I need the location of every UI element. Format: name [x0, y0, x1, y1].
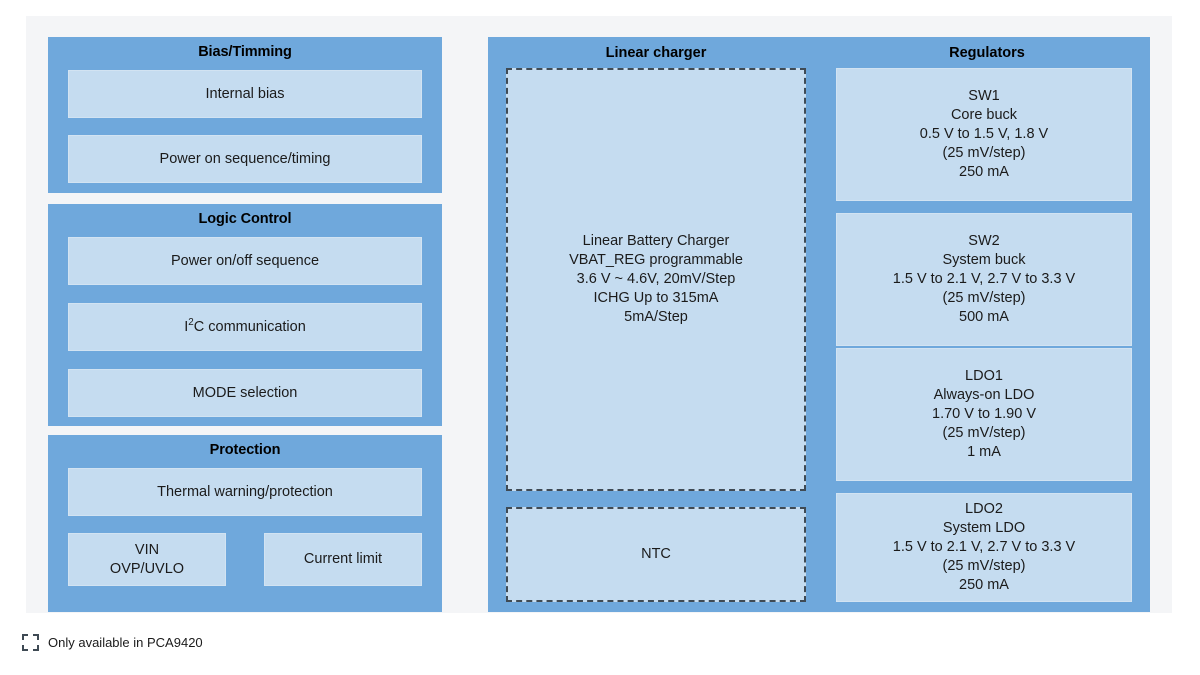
- block-thermal-warning-protection-line-0: Thermal warning/protection: [157, 483, 333, 500]
- block-ldo1[interactable]: LDO1 Always-on LDO 1.70 V to 1.90 V (25 …: [836, 348, 1132, 481]
- panel-bias-timing-title: Bias/Timming: [198, 44, 292, 60]
- block-sw2-line-3: (25 mV/step): [942, 289, 1026, 306]
- block-ldo2-line-3: (25 mV/step): [942, 557, 1026, 574]
- legend: Only available in PCA9420: [22, 634, 203, 651]
- block-linear-battery-charger-line-3: ICHG Up to 315mA: [593, 289, 719, 306]
- block-linear-battery-charger-line-4: 5mA/Step: [624, 308, 688, 325]
- block-mode-selection-line-0: MODE selection: [192, 384, 298, 401]
- block-sw2-line-1: System buck: [942, 252, 1026, 269]
- block-sw2-line-2: 1.5 V to 2.1 V, 2.7 V to 3.3 V: [892, 271, 1076, 288]
- block-ntc[interactable]: NTC: [506, 507, 806, 602]
- diagram-canvas: Bias/Timming Internal bias Power on sequ…: [26, 16, 1172, 613]
- block-power-on-sequence-timing[interactable]: Power on sequence/timing: [68, 135, 422, 183]
- block-current-limit-line-0: Current limit: [303, 551, 383, 568]
- panel-linear-charger-title: Linear charger: [605, 45, 707, 61]
- block-sw2-line-0: SW2: [968, 233, 1000, 250]
- panel-charger-regulators: Linear charger Regulators Linear Battery…: [488, 37, 1150, 612]
- block-sw2-line-4: 500 mA: [959, 308, 1009, 325]
- panel-bias-timing: Bias/Timming Internal bias Power on sequ…: [48, 37, 442, 193]
- block-ldo2-line-4: 250 mA: [959, 576, 1009, 593]
- block-ldo1-line-3: (25 mV/step): [942, 424, 1026, 441]
- block-ldo1-line-0: LDO1: [965, 368, 1003, 385]
- block-sw2[interactable]: SW2 System buck 1.5 V to 2.1 V, 2.7 V to…: [836, 213, 1132, 346]
- panel-logic-control-title: Logic Control: [198, 211, 292, 227]
- block-internal-bias[interactable]: Internal bias: [68, 70, 422, 118]
- block-thermal-warning-protection[interactable]: Thermal warning/protection: [68, 468, 422, 516]
- block-linear-battery-charger-line-0: Linear Battery Charger: [582, 233, 730, 250]
- block-sw1[interactable]: SW1 Core buck 0.5 V to 1.5 V, 1.8 V (25 …: [836, 68, 1132, 201]
- block-internal-bias-line-0: Internal bias: [205, 85, 285, 102]
- legend-label: Only available in PCA9420: [48, 635, 203, 650]
- block-mode-selection[interactable]: MODE selection: [68, 369, 422, 417]
- block-sw1-line-3: (25 mV/step): [942, 144, 1026, 161]
- block-ldo1-line-1: Always-on LDO: [933, 387, 1035, 404]
- block-current-limit[interactable]: Current limit: [264, 533, 422, 586]
- panel-protection-title: Protection: [209, 442, 281, 458]
- block-linear-battery-charger-line-2: 3.6 V ~ 4.6V, 20mV/Step: [576, 271, 736, 288]
- dashed-square-icon: [22, 634, 39, 651]
- block-ldo2-line-1: System LDO: [942, 520, 1026, 537]
- block-i2c-communication[interactable]: I2C communication: [68, 303, 422, 351]
- block-ldo2[interactable]: LDO2 System LDO 1.5 V to 2.1 V, 2.7 V to…: [836, 493, 1132, 602]
- block-vin-ovp-uvlo[interactable]: VIN OVP/UVLO: [68, 533, 226, 586]
- panel-regulators-title: Regulators: [949, 45, 1025, 61]
- block-sw1-line-1: Core buck: [950, 107, 1018, 124]
- block-power-on-off-sequence-line-0: Power on/off sequence: [170, 252, 320, 269]
- block-ldo2-line-0: LDO2: [965, 501, 1003, 518]
- block-vin-ovp-uvlo-line-1: OVP/UVLO: [109, 560, 185, 577]
- block-sw1-line-2: 0.5 V to 1.5 V, 1.8 V: [919, 126, 1049, 143]
- block-ldo1-line-2: 1.70 V to 1.90 V: [932, 406, 1036, 423]
- block-ldo2-line-2: 1.5 V to 2.1 V, 2.7 V to 3.3 V: [892, 539, 1076, 556]
- block-vin-ovp-uvlo-line-0: VIN: [134, 541, 160, 558]
- panel-protection: Protection Thermal warning/protection VI…: [48, 435, 442, 612]
- block-i2c-communication-line-0: I2C communication: [184, 316, 306, 335]
- panel-logic-control: Logic Control Power on/off sequence I2C …: [48, 204, 442, 426]
- block-linear-battery-charger[interactable]: Linear Battery Charger VBAT_REG programm…: [506, 68, 806, 491]
- block-ntc-line-0: NTC: [641, 546, 671, 563]
- block-power-on-off-sequence[interactable]: Power on/off sequence: [68, 237, 422, 285]
- block-ldo1-line-4: 1 mA: [967, 443, 1001, 460]
- block-sw1-line-4: 250 mA: [959, 163, 1009, 180]
- block-sw1-line-0: SW1: [968, 88, 1000, 105]
- block-linear-battery-charger-line-1: VBAT_REG programmable: [569, 252, 743, 269]
- block-power-on-sequence-timing-line-0: Power on sequence/timing: [159, 150, 331, 167]
